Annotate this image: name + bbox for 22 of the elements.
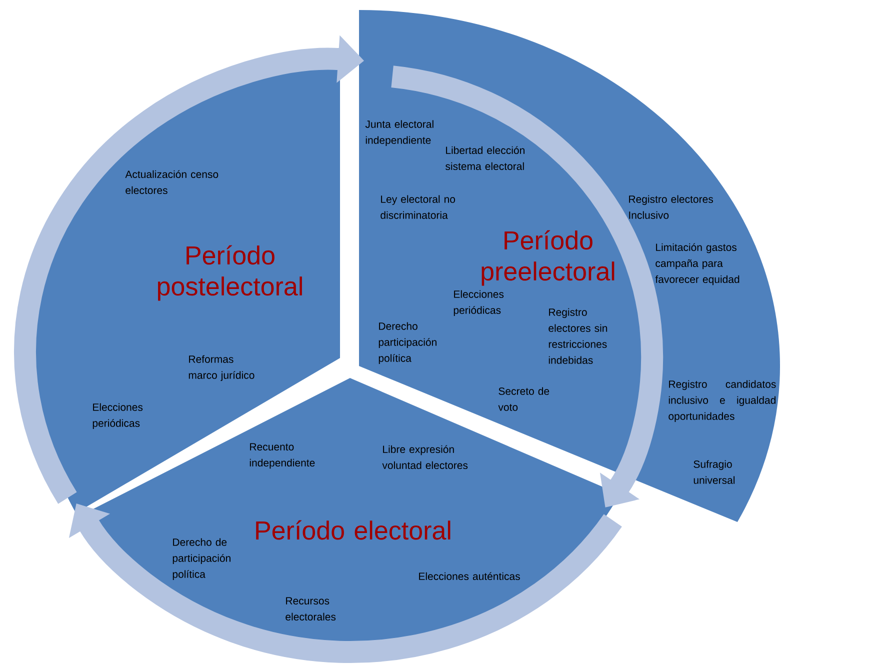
item-text: Registro electores Inclusivo	[629, 195, 713, 219]
item-text: Recuento independiente	[250, 443, 315, 469]
item-text: Secreto de voto	[498, 387, 550, 411]
item-text: Registro candidatos inclusivo e igualdad oportunidades	[668, 380, 776, 422]
sector-title: Período postelectoral	[158, 245, 302, 301]
item-text: Reformas marco jurídico	[188, 355, 254, 381]
item-text: Limitación gastos campaña para favorecer equidad	[655, 243, 740, 286]
item-text: Actualización censo electores	[125, 170, 218, 194]
item-text: Elecciones periódicas	[92, 403, 143, 429]
sector-title: Período preelectoral	[482, 230, 614, 286]
item-text: Junta electoral independiente	[365, 120, 434, 146]
item-text: Derecho de participación política	[172, 538, 230, 580]
item-text: Elecciones auténticas	[419, 572, 520, 580]
item-text: Recursos electorales	[286, 597, 336, 621]
item-text: Sufragio universal	[694, 460, 735, 484]
item-text: Registro electores sin restricciones indebidas	[548, 308, 608, 364]
item-text: Derecho participación política	[378, 322, 436, 364]
item-text: Libertad elección sistema electoral	[446, 146, 524, 170]
item-text: Ley electoral no discriminatoria	[380, 195, 456, 219]
sector-title: Período electoral	[256, 520, 450, 540]
item-text: Elecciones periódicas	[454, 290, 504, 316]
item-text: Libre expresión voluntad electores	[382, 445, 468, 470]
